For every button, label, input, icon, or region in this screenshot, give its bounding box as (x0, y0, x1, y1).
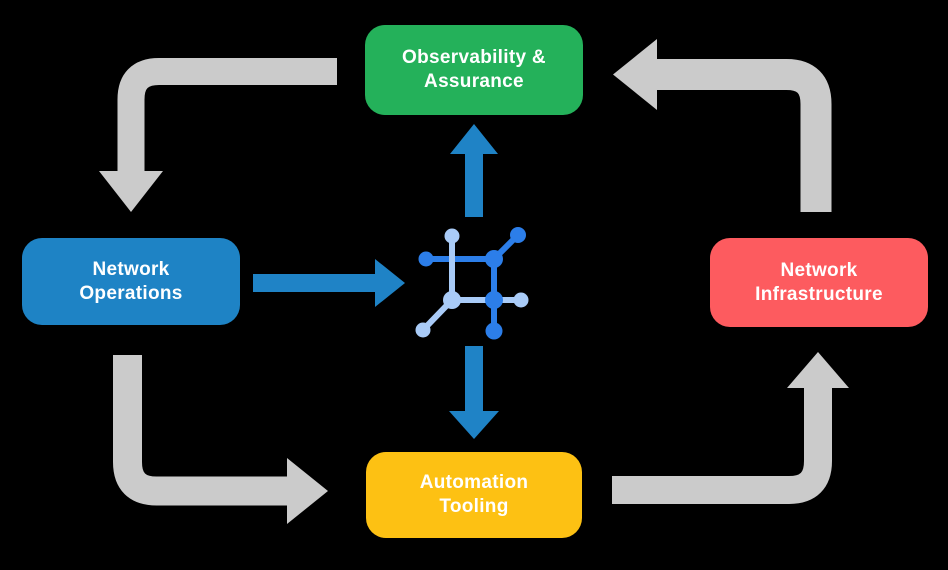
node-network-infrastructure: Network Infrastructure (710, 238, 928, 327)
node-infrastructure-label: Network Infrastructure (755, 259, 883, 305)
node-observability-assurance: Observability & Assurance (365, 25, 583, 115)
arrow-infrastructure-to-observability (613, 39, 832, 212)
network-automation-chip-icon (415, 227, 529, 340)
node-automation-label: Automation Tooling (419, 472, 529, 517)
node-network-operations: Network Operations (22, 238, 240, 325)
node-operations-label: Network Operations (79, 258, 183, 304)
arrow-automation-to-infrastructure (612, 352, 849, 504)
arrow-operations-to-center (253, 259, 405, 307)
node-automation-tooling: Automation Tooling (366, 452, 582, 538)
arrow-center-to-observability (450, 124, 498, 217)
arrow-operations-to-automation (113, 355, 328, 524)
arrow-observability-to-operations (99, 58, 337, 212)
arrow-center-to-automation (449, 346, 499, 439)
node-observability-label: Observability & Assurance (402, 47, 546, 92)
